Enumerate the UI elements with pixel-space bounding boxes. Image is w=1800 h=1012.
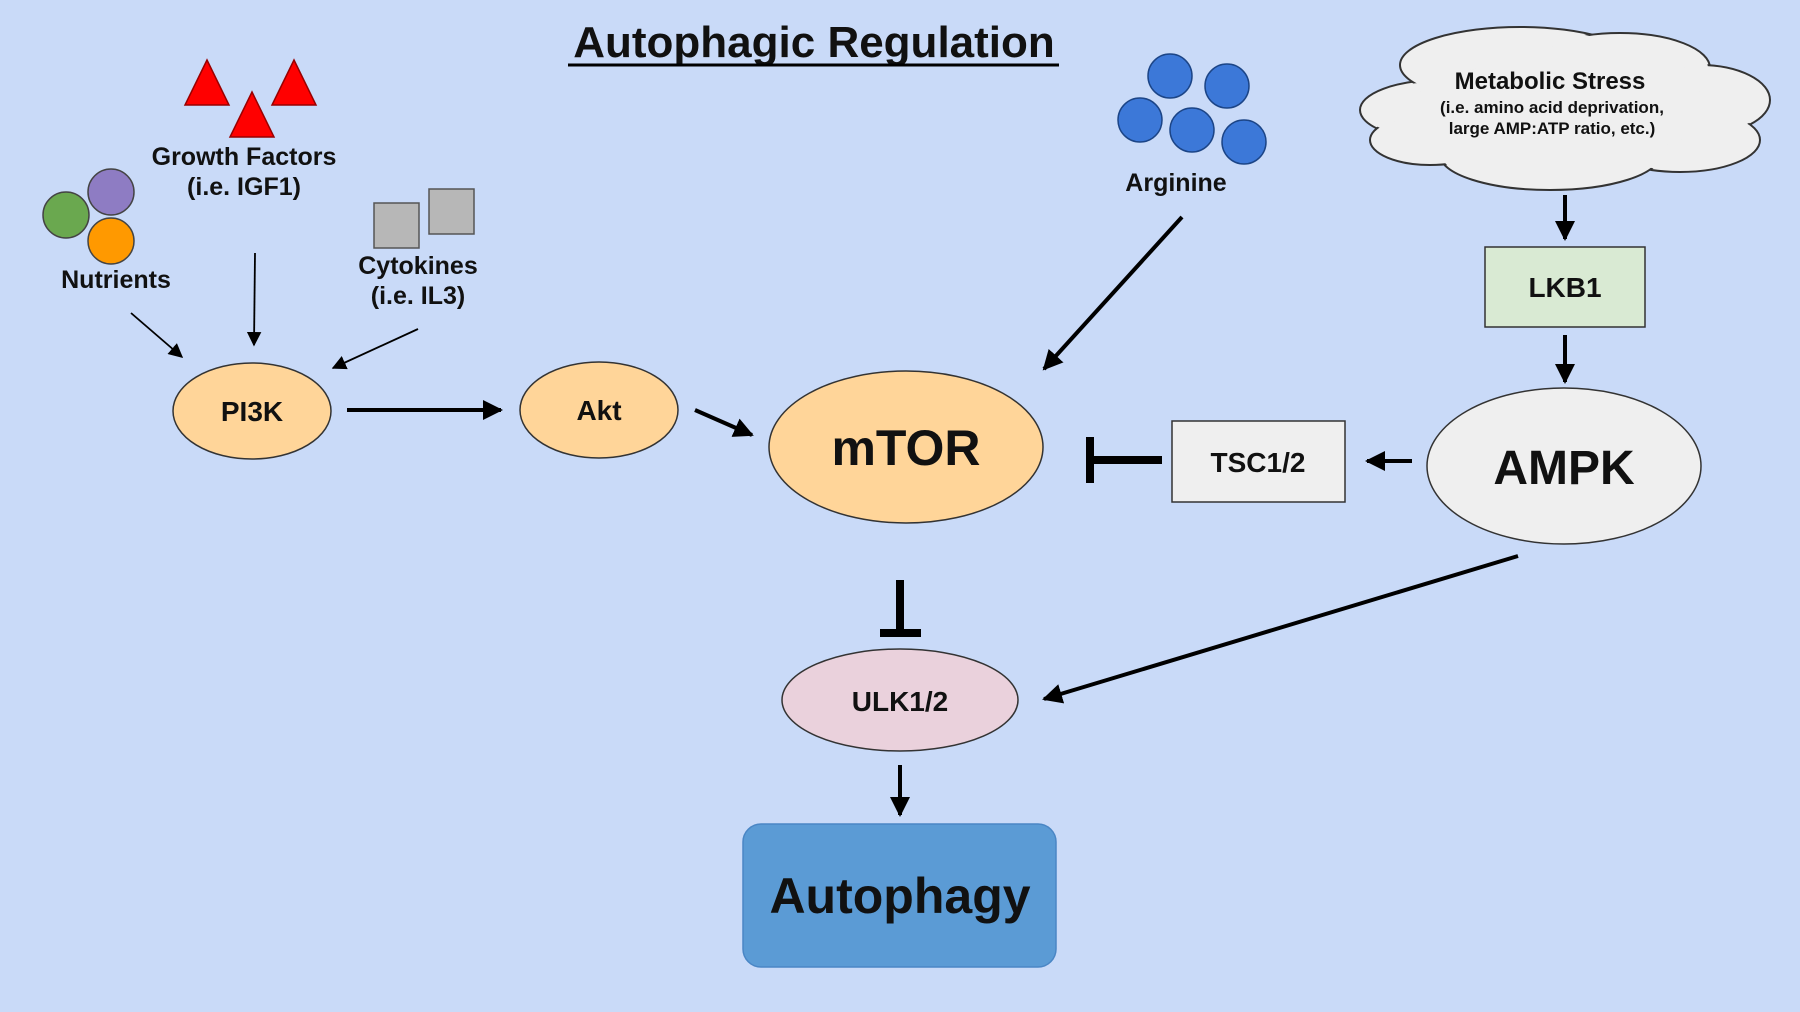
- triangle-icon: [183, 58, 231, 106]
- akt-node: [519, 361, 679, 459]
- inhibition-mtor-to-ulk: [880, 580, 921, 637]
- lkb1-label: LKB1: [1528, 272, 1601, 303]
- arrow-akt-to-mtor: [694, 408, 754, 437]
- arrow-cytokines-to-pi3k: [331, 328, 419, 370]
- circle-icon: [1204, 63, 1250, 109]
- ulk-node: [781, 648, 1019, 752]
- triangle-icon: [270, 58, 318, 106]
- ampk-node: [1426, 387, 1702, 545]
- circle-icon: [1147, 53, 1193, 99]
- growth-factors-example: (i.e. IGF1): [187, 173, 301, 201]
- arrow-nutrients-to-pi3k: [130, 312, 184, 358]
- circle-icon: [87, 217, 135, 265]
- square-icon: [428, 188, 475, 235]
- circle-icon: [1117, 97, 1163, 143]
- autophagy-node: [742, 823, 1057, 968]
- pi3k-node: [172, 362, 332, 460]
- arrow-arginine-to-mtor: [1042, 215, 1184, 371]
- circle-icon: [1221, 119, 1267, 165]
- akt-label: Akt: [576, 395, 621, 426]
- diagram-title: Autophagic Regulation: [573, 18, 1055, 67]
- metabolic-stress-detail-1: (i.e. amino acid deprivation,: [1440, 98, 1664, 117]
- cytokines-example: (i.e. IL3): [371, 282, 465, 310]
- cytokines-label: Cytokines: [358, 252, 477, 280]
- ampk-label: AMPK: [1493, 442, 1635, 495]
- tsc-node: [1171, 420, 1346, 503]
- mtor-label: mTOR: [831, 420, 980, 476]
- autophagy-label: Autophagy: [769, 868, 1030, 924]
- nutrient-circles-icon: [42, 168, 135, 265]
- cloud-icon: [1359, 26, 1771, 191]
- inhibition-tsc-to-mtor: [1086, 437, 1162, 483]
- arrow-ampk-to-ulk: [1042, 554, 1519, 704]
- nutrients-label: Nutrients: [61, 266, 171, 294]
- cytokine-squares-icon: [373, 188, 475, 249]
- arginine-label: Arginine: [1125, 169, 1226, 197]
- circle-icon: [42, 191, 90, 239]
- growth-factor-triangles-icon: [183, 58, 318, 138]
- ulk-label: ULK1/2: [852, 686, 948, 717]
- triangle-icon: [228, 90, 276, 138]
- metabolic-stress-detail-2: large AMP:ATP ratio, etc.): [1449, 119, 1656, 138]
- circle-icon: [87, 168, 135, 216]
- lkb1-node: [1484, 246, 1646, 328]
- metabolic-stress-title: Metabolic Stress: [1455, 68, 1646, 95]
- square-icon: [373, 202, 420, 249]
- circle-icon: [1169, 107, 1215, 153]
- growth-factors-label: Growth Factors: [152, 143, 337, 171]
- arginine-circles-icon: [1117, 53, 1267, 165]
- tsc-label: TSC1/2: [1211, 447, 1306, 478]
- arrow-growth-factors-to-pi3k: [246, 252, 262, 347]
- pi3k-label: PI3K: [221, 396, 283, 427]
- mtor-node: [768, 370, 1044, 524]
